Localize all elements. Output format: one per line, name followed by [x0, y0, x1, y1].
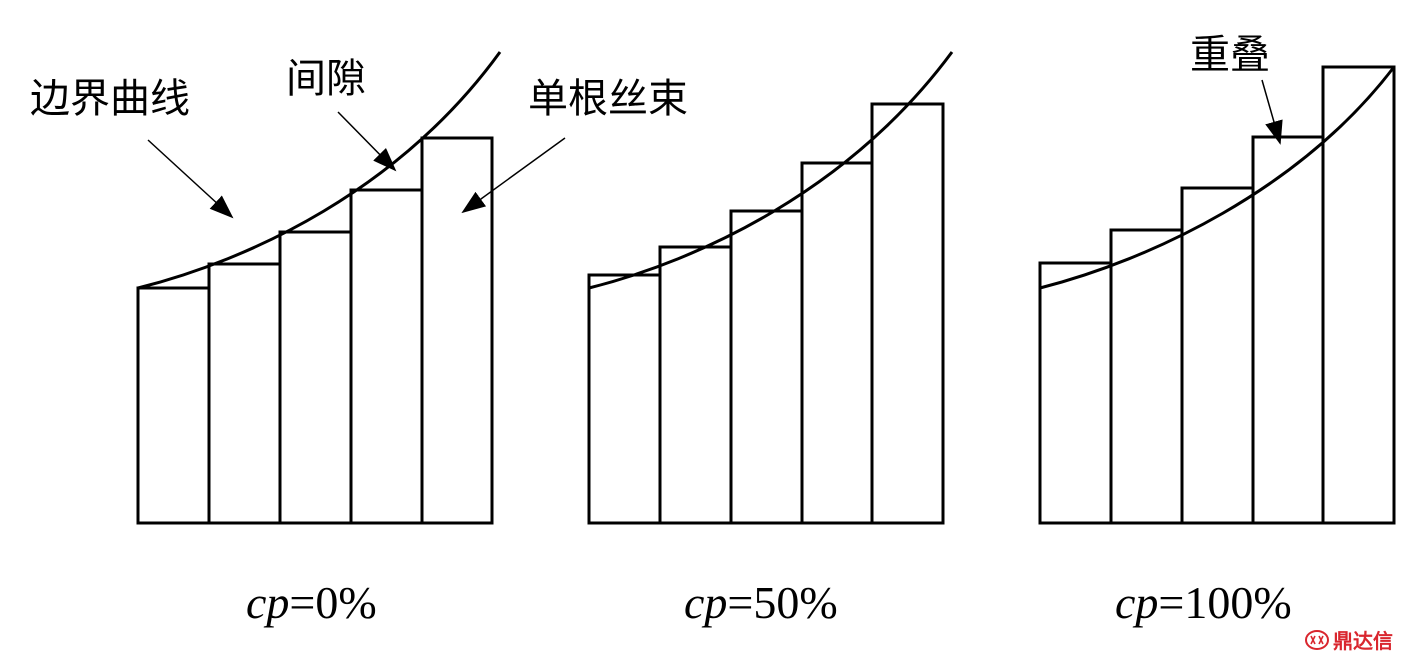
tow-bar [1251, 135, 1325, 525]
caption-cp-100: cp=100% [1115, 577, 1292, 628]
caption-cp-0: cp=0% [246, 577, 377, 628]
label-boundary-curve: 边界曲线 [30, 76, 190, 122]
boundary-curve [1039, 66, 1396, 290]
tow-bar [870, 102, 945, 525]
caption-cp-50: cp=50% [684, 577, 838, 628]
tow-bar [349, 188, 424, 525]
tow-bar [729, 209, 804, 525]
panel-cp-50 [587, 51, 954, 525]
arrow-overlap [1261, 79, 1283, 145]
boundary-curve [588, 51, 954, 290]
watermark-logo-icon [1305, 629, 1329, 650]
label-single-tow: 单根丝束 [528, 76, 688, 122]
tow-bar [1321, 65, 1396, 525]
tow-bar [800, 161, 874, 525]
tow-bar [658, 245, 733, 525]
arrow-gap [337, 111, 397, 172]
tow-bar [1038, 261, 1113, 525]
boundary-curve [137, 51, 502, 290]
panel-cp-100 [1038, 65, 1396, 525]
annotation-arrows [147, 79, 1283, 219]
watermark: 鼎达信 [1305, 625, 1393, 654]
arrow-boundary-curve [147, 139, 234, 219]
tow-bar [1109, 228, 1184, 525]
tow-bar [420, 136, 494, 525]
label-overlap: 重叠 [1190, 32, 1270, 78]
arrow-single-tow [461, 137, 566, 214]
tow-bar [207, 262, 282, 525]
tow-bar [1180, 186, 1255, 525]
label-gap: 间隙 [286, 56, 366, 102]
tow-bar [136, 286, 211, 525]
tow-bar [278, 230, 353, 525]
tow-bar [587, 273, 662, 525]
watermark-text: 鼎达信 [1333, 629, 1393, 653]
panel-cp-0 [136, 51, 502, 525]
